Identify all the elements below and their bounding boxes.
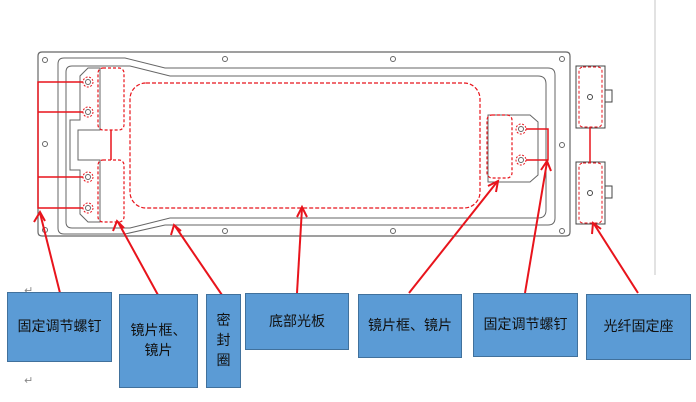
plate-outline xyxy=(37,51,571,237)
label-lens-frame-left: 镜片框、镜片 xyxy=(119,294,198,388)
label-text: 固定调节螺钉 xyxy=(17,319,102,335)
label-text: 光纤固定座 xyxy=(603,319,674,335)
right-lens-frame xyxy=(486,114,513,179)
label-text: 镜片框、镜片 xyxy=(368,318,452,334)
mounting-holes xyxy=(42,56,565,234)
left-lens-frame-bottom xyxy=(97,159,125,223)
right-screws xyxy=(515,123,527,166)
paragraph-mark: ↵ xyxy=(24,374,34,387)
right-lens-block xyxy=(487,114,539,183)
left-lens-frame-top xyxy=(97,67,125,131)
label-text: 密封圈 xyxy=(216,313,231,369)
callout-arrows xyxy=(33,158,639,296)
plate-inner-rim xyxy=(57,57,556,235)
left-screws xyxy=(82,76,94,214)
right-screw-bracket xyxy=(526,128,549,161)
label-base-plate: 底部光板 xyxy=(245,293,349,350)
label-text: 镜片框、镜片 xyxy=(130,323,187,359)
label-fixing-screw-left: 固定调节螺钉 xyxy=(7,292,112,362)
label-text: 固定调节螺钉 xyxy=(483,317,568,333)
page-edge-divider xyxy=(654,0,656,275)
label-fiber-holder: 光纤固定座 xyxy=(586,294,691,360)
label-lens-frame-right: 镜片框、镜片 xyxy=(358,294,462,358)
base-plate-region xyxy=(129,82,481,209)
paragraph-mark: ↵ xyxy=(24,284,34,297)
plate-inner-cavity xyxy=(65,65,547,229)
left-lens-block xyxy=(69,67,101,223)
left-screw-bracket xyxy=(37,81,83,209)
label-seal-ring: 密封圈 xyxy=(206,294,241,388)
label-text: 底部光板 xyxy=(269,313,325,330)
fiber-holders xyxy=(575,65,613,225)
label-fixing-screw-right: 固定调节螺钉 xyxy=(473,293,578,357)
